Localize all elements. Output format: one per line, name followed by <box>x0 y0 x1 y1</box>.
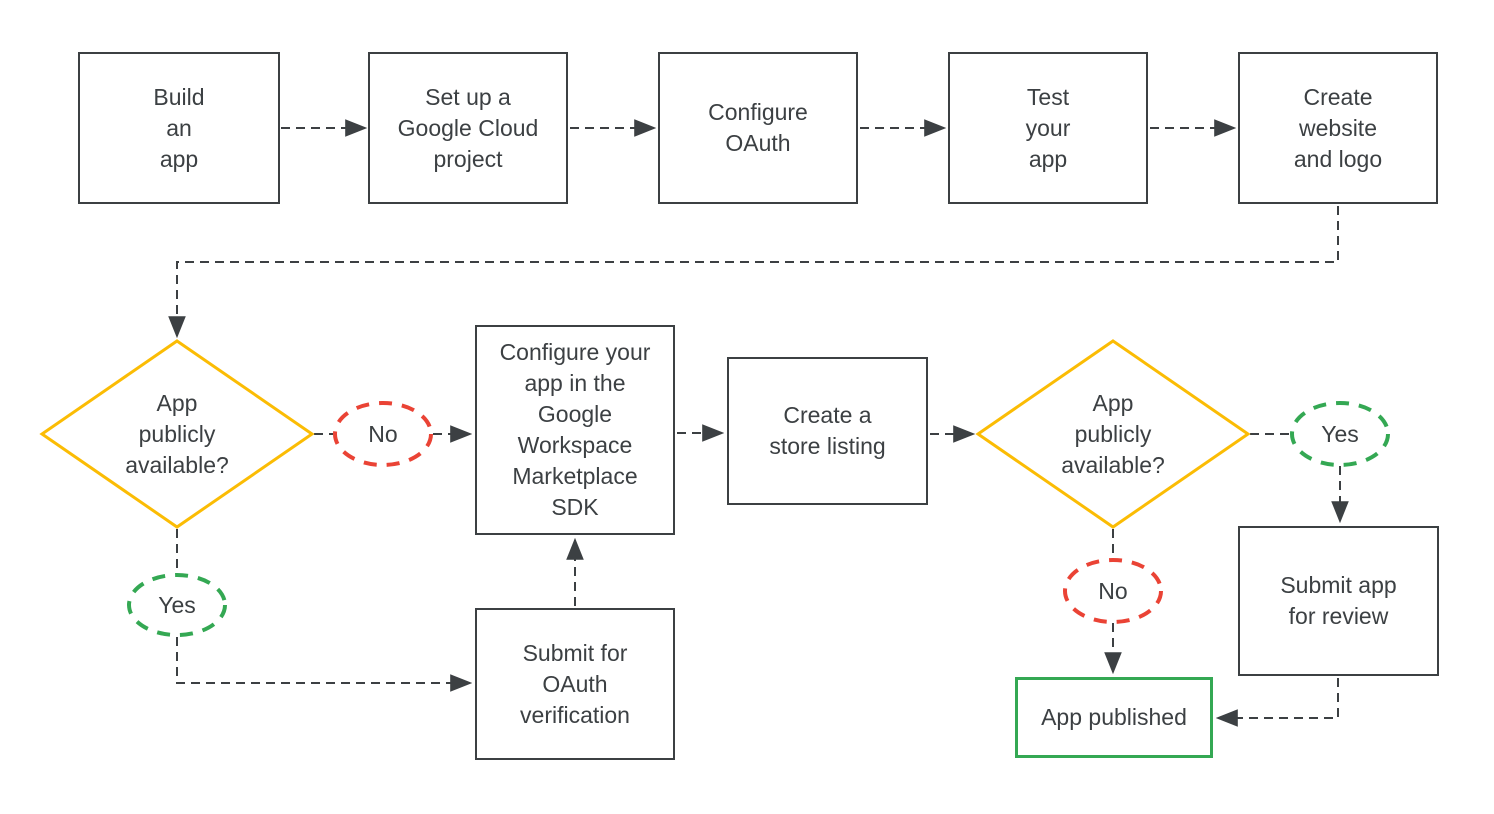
step-label: Test your app <box>1025 83 1071 172</box>
connector-review-to-published <box>1215 678 1339 727</box>
step-configure-oauth: Configure OAuth <box>658 52 858 204</box>
decision1-diamond <box>39 339 315 529</box>
step-build-app: Build an app <box>78 52 280 204</box>
step-label: Set up a Google Cloud project <box>397 83 539 172</box>
decision1-yes-oval <box>127 573 227 637</box>
step-label: App published <box>1041 704 1187 730</box>
step-configure-sdk: Configure your app in the Google Workspa… <box>475 325 675 535</box>
decision2-yes-oval <box>1290 401 1390 467</box>
step-label: Create a store listing <box>769 402 886 459</box>
step-create-website: Create website and logo <box>1238 52 1438 204</box>
step-setup-project: Set up a Google Cloud project <box>368 52 568 204</box>
step-store-listing: Create a store listing <box>727 357 928 505</box>
step-label: Configure OAuth <box>708 99 808 156</box>
step-label: Submit for OAuth verification <box>520 639 630 728</box>
connector-yes-to-oauth-verification <box>176 637 473 692</box>
step-label: Create website and logo <box>1293 83 1383 172</box>
step-test-app: Test your app <box>948 52 1148 204</box>
decision1-no-oval <box>333 401 433 467</box>
decision2-no-oval <box>1063 558 1163 624</box>
step-label: Configure your app in the Google Workspa… <box>499 339 651 520</box>
step-submit-oauth-verification: Submit for OAuth verification <box>475 608 675 760</box>
step-app-published: App published <box>1015 677 1213 758</box>
step-label: Submit app for review <box>1280 572 1397 629</box>
decision2-diamond <box>975 339 1251 529</box>
connector-website-to-decision1 <box>168 206 1339 339</box>
step-submit-review: Submit app for review <box>1238 526 1439 676</box>
step-label: Build an app <box>153 83 205 172</box>
